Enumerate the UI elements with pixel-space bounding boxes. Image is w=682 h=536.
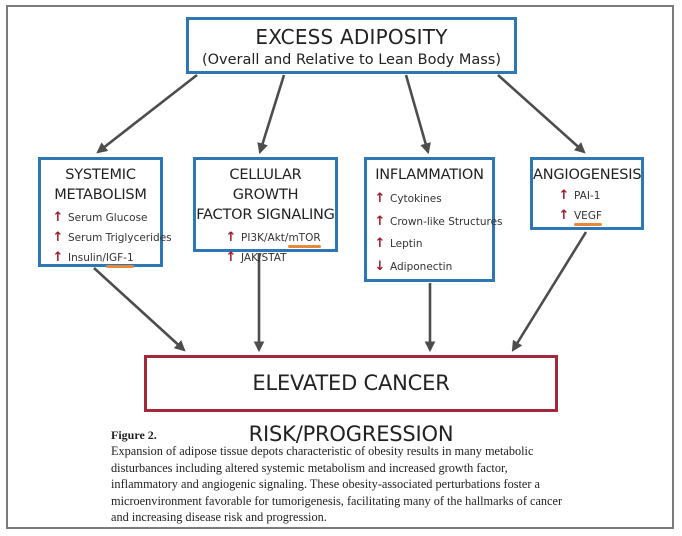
- list-item: ↑ PI3K/Akt/mTOR: [224, 228, 335, 248]
- category-title-line: SYSTEMIC: [65, 167, 136, 183]
- list-item: ↑ Cytokines: [373, 188, 492, 211]
- arrow-adiposity-to-angiogenesis: [497, 74, 586, 154]
- arrow-up-icon: ↑: [225, 250, 237, 265]
- list-item: ↑ Insulin/IGF-1: [51, 248, 160, 268]
- excess-adiposity-box: EXCESS ADIPOSITY (Overall and Relative t…: [186, 17, 517, 74]
- category-title: INFLAMMATION: [375, 167, 484, 183]
- category-title: ANGIOGENESIS: [533, 167, 642, 183]
- figure-caption: Figure 2. Expansion of adipose tissue de…: [111, 428, 611, 526]
- arrow-up-icon: ↑: [225, 230, 237, 245]
- outcome-label: ELEVATED CANCER RISK/PROGRESSION: [248, 371, 454, 446]
- growth-factor-signaling-box: CELLULAR GROWTH FACTOR SIGNALING ↑ PI3K/A…: [193, 157, 338, 265]
- item-label: PAI-1: [574, 190, 601, 202]
- arrow-up-icon: ↑: [52, 230, 64, 245]
- item-label: Crown-like Structures: [390, 215, 503, 228]
- highlighted-term: IGF-1: [105, 252, 134, 264]
- systemic-metabolism-box: SYSTEMIC METABOLISM ↑ Serum Glucose ↑ Seru…: [38, 157, 172, 268]
- arrow-adiposity-to-metabolism: [96, 73, 198, 154]
- caption-body: Expansion of adipose tissue depots chara…: [111, 443, 611, 526]
- item-label: JAK/STAT: [241, 252, 287, 264]
- arrow-up-icon: ↑: [374, 213, 386, 229]
- caption-line: disturbances including altered systemic …: [111, 460, 508, 475]
- caption-line: Expansion of adipose tissue depots chara…: [111, 444, 534, 458]
- category-title: SYSTEMIC METABOLISM: [41, 165, 160, 205]
- arrow-angiogenesis-to-outcome: [511, 231, 588, 352]
- caption-line: microenvironment favorable for tumorigen…: [111, 493, 563, 508]
- list-item: ↑ PAI-1: [557, 186, 641, 206]
- figure-frame: [6, 5, 674, 529]
- list-item: ↓ Adiponectin: [373, 256, 492, 279]
- category-title-line: FACTOR SIGNALING: [196, 207, 335, 223]
- list-item: ↑ JAK/STAT: [224, 248, 335, 268]
- category-title-line: METABOLISM: [54, 187, 147, 203]
- arrow-up-icon: ↑: [558, 188, 570, 203]
- angiogenesis-box: ANGIOGENESIS ↑ PAI-1 ↑ VEGF: [530, 157, 644, 230]
- list-item: ↑ Crown-like Structures: [373, 211, 503, 234]
- arrow-up-icon: ↑: [558, 208, 570, 223]
- item-label: Serum Triglycerides: [68, 232, 172, 244]
- arrow-metabolism-to-outcome: [93, 267, 186, 352]
- arrow-down-icon: ↓: [374, 258, 386, 274]
- excess-adiposity-subtitle: (Overall and Relative to Lean Body Mass): [201, 52, 502, 68]
- caption-line: inflammatory and angiogenic signaling. T…: [111, 477, 541, 491]
- arrow-adiposity-to-growth-factor: [257, 74, 286, 155]
- arrow-up-icon: ↑: [374, 191, 386, 206]
- highlighted-term: VEGF: [574, 210, 602, 222]
- arrow-up-icon: ↑: [52, 250, 64, 265]
- item-label: PI3K/Akt/: [241, 232, 289, 244]
- figure-label: Figure 2.: [111, 428, 157, 442]
- arrow-adiposity-to-inflammation: [404, 74, 431, 155]
- list-item: ↑ Leptin: [373, 233, 492, 256]
- cancer-risk-outcome-box: ELEVATED CANCER RISK/PROGRESSION: [144, 355, 558, 446]
- list-item: ↑ Serum Triglycerides: [51, 228, 172, 248]
- list-item: ↑ Serum Glucose: [51, 208, 160, 228]
- list-item: ↑ VEGF: [557, 206, 641, 226]
- item-label: Cytokines: [390, 193, 442, 205]
- highlighted-term: mTOR: [288, 232, 321, 244]
- item-label: Serum Glucose: [68, 212, 148, 224]
- category-title: CELLULAR GROWTH FACTOR SIGNALING: [196, 165, 335, 225]
- inflammation-box: INFLAMMATION ↑ Cytokines ↑ Crown-like Stru…: [364, 157, 503, 282]
- arrow-up-icon: ↑: [374, 236, 386, 251]
- item-label: Insulin/: [68, 252, 106, 264]
- category-title-line: CELLULAR GROWTH: [229, 167, 302, 203]
- caption-line: and increasing disease risk and progress…: [111, 510, 327, 524]
- excess-adiposity-title: EXCESS ADIPOSITY: [255, 25, 448, 49]
- arrow-up-icon: ↑: [52, 210, 64, 225]
- item-label: Adiponectin: [390, 260, 453, 273]
- item-label: Leptin: [390, 238, 423, 250]
